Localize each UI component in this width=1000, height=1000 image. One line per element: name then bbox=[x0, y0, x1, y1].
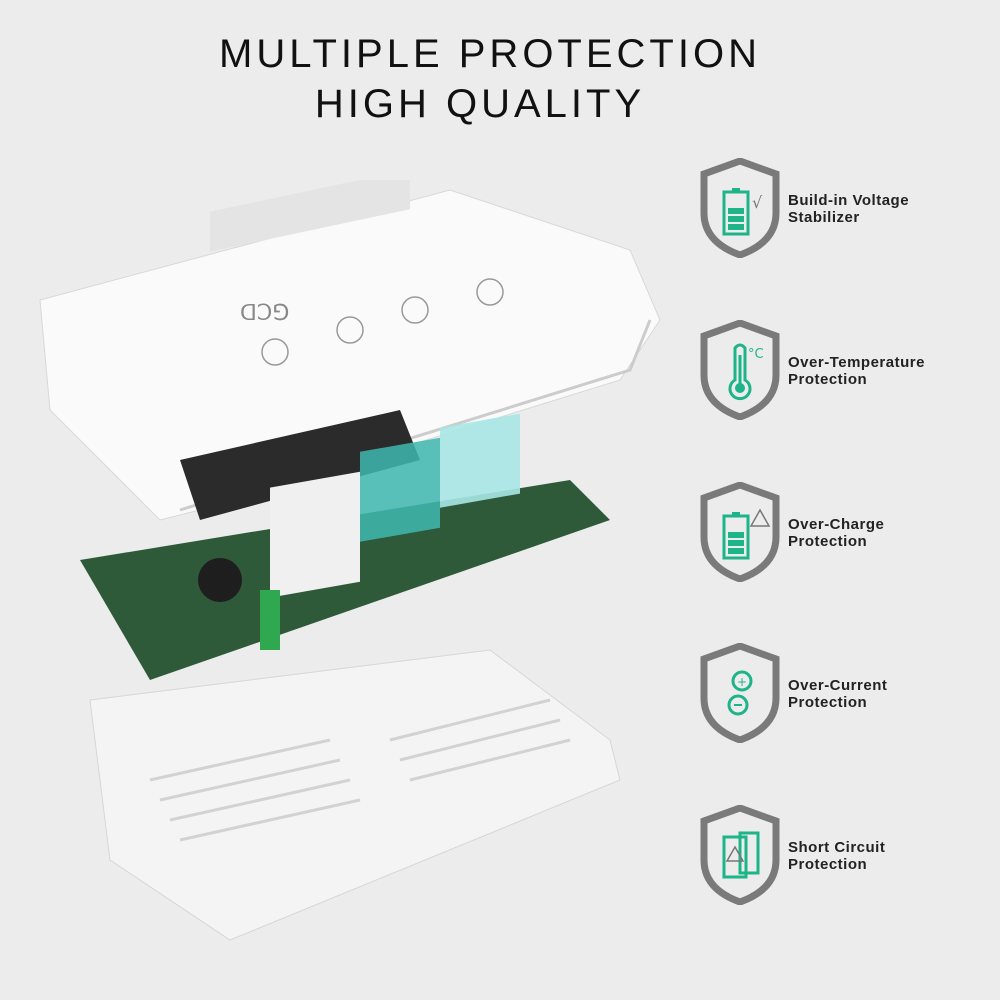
thermometer-icon: °C bbox=[700, 320, 780, 420]
short-circuit-icon bbox=[700, 805, 780, 905]
svg-text:+: + bbox=[737, 675, 747, 689]
feature-subtitle: Protection bbox=[788, 694, 868, 711]
feature-subtitle: Stabilizer bbox=[788, 209, 860, 226]
headline-line1: MULTIPLE PROTECTION bbox=[219, 32, 761, 76]
feature-title: Over-Charge bbox=[788, 516, 885, 533]
feature-subtitle: Protection bbox=[788, 371, 868, 388]
charger-exploded-view: ꓷꓛꓨ bbox=[39, 180, 661, 941]
feature-subtitle: Protection bbox=[788, 856, 868, 873]
feature-title: Over-Current bbox=[788, 677, 888, 694]
feature-title: Short Circuit bbox=[788, 839, 886, 856]
headline-line2: HIGH QUALITY bbox=[314, 82, 646, 126]
svg-text:ꓷꓛꓨ: ꓷꓛꓨ bbox=[240, 300, 289, 325]
feature-subtitle: Protection bbox=[788, 533, 868, 550]
svg-text:√: √ bbox=[752, 193, 763, 212]
battery-voltage-icon: √ bbox=[700, 158, 780, 258]
current-icon: + bbox=[700, 643, 780, 743]
battery-warning-icon bbox=[700, 482, 780, 582]
svg-text:°C: °C bbox=[748, 347, 764, 362]
feature-title: Build-in Voltage bbox=[788, 192, 910, 209]
feature-title: Over-Temperature bbox=[788, 354, 925, 371]
